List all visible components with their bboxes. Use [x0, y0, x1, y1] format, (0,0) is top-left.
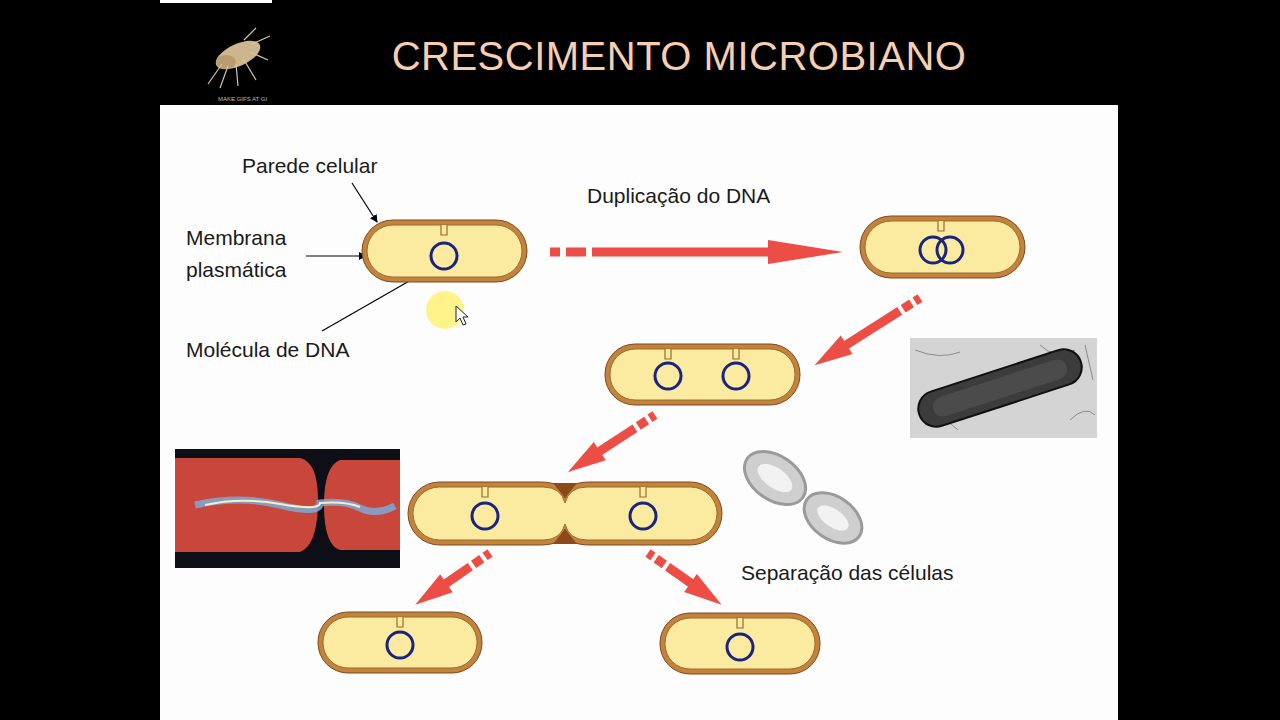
slide-panel: [160, 105, 1118, 720]
micrograph: [175, 449, 400, 568]
micrograph: [910, 338, 1097, 438]
bacterial-cell: [318, 612, 482, 673]
process-arrow: [642, 544, 728, 614]
micrograph: [735, 440, 872, 553]
bacterial-cell: [660, 613, 820, 674]
process-arrow: [550, 240, 843, 264]
leader-line: [352, 183, 377, 222]
bacterial-cell: [605, 344, 800, 405]
top-strip: [160, 0, 272, 3]
step-label: Duplicação do DNA: [587, 183, 827, 209]
watermark: MAKE GIFS AT GI: [218, 96, 298, 103]
bacterial-cell: [362, 220, 527, 282]
dividing-cell: [408, 482, 722, 545]
mouse-cursor: [456, 306, 468, 325]
step-label: Separação das células: [741, 560, 1001, 586]
part-label: Membrana plasmática: [186, 222, 316, 286]
leader-line: [306, 255, 366, 256]
process-arrow: [409, 544, 496, 614]
process-arrow: [562, 406, 661, 481]
slide-title: CRESCIMENTO MICROBIANO: [279, 32, 1079, 80]
bacterial-cell: [860, 216, 1025, 278]
part-label: Molécula de DNA: [186, 337, 406, 363]
logo-creature: [208, 28, 270, 88]
part-label: Parede celular: [242, 153, 422, 179]
process-arrow: [809, 289, 926, 375]
